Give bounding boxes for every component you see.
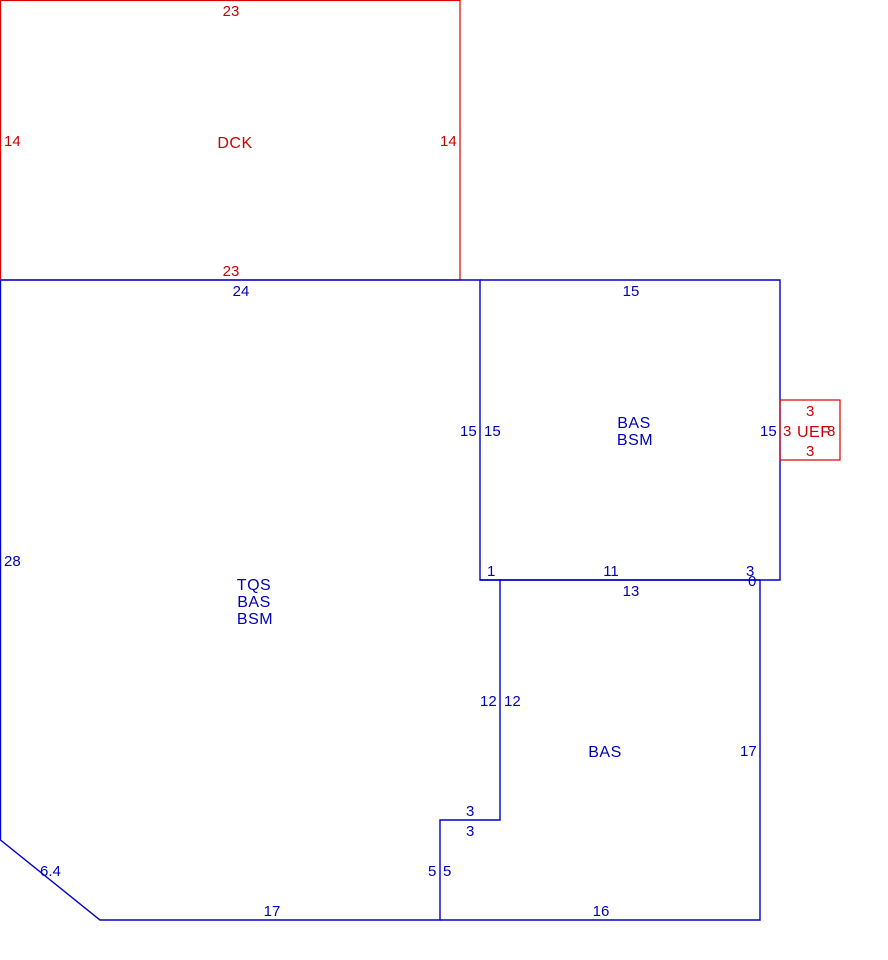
uef-bottom-dimension: 3	[806, 443, 814, 460]
lower-right-top-dimension: 13	[623, 583, 640, 600]
main-left-dimension: 28	[4, 553, 21, 570]
main-area-name-1: TQS	[237, 577, 271, 594]
upper-right-right-dimension: 15	[760, 423, 777, 440]
uef-top-dimension: 3	[806, 403, 814, 420]
main-area-name-2: BAS	[237, 594, 271, 611]
lower-right-area-name: BAS	[588, 744, 622, 761]
lower-right-left-dimension: 12	[504, 693, 521, 710]
uef-left-dimension: 3	[783, 423, 791, 440]
upper-right-area-name-1: BAS	[617, 415, 651, 432]
lower-right-right-dimension: 17	[740, 743, 757, 760]
upper-right-area-name-2: BSM	[617, 432, 653, 449]
main-inner-dimension: 15	[460, 423, 477, 440]
upper-right-bottom-dimension: 11	[603, 563, 619, 580]
area-uef	[779, 399, 841, 461]
lower-right-corner-dimension: 0	[748, 573, 756, 590]
dck-left-dimension: 14	[4, 133, 21, 150]
main-step-top-dimension: 3	[466, 803, 474, 820]
area-main	[0, 279, 501, 921]
main-outline	[0, 279, 501, 921]
uef-right-dimension: 8	[827, 423, 835, 440]
main-step-bottom-dimension: 5	[428, 863, 436, 880]
main-right-dimension: 12	[480, 693, 497, 710]
lower-right-outline	[440, 579, 761, 921]
upper-right-corner-dimension: 3	[746, 563, 754, 580]
upper-right-top-dimension: 15	[623, 283, 640, 300]
dck-top-dimension: 23	[223, 3, 240, 20]
lower-right-bottom-dimension: 16	[593, 903, 610, 920]
lower-right-step-top-dimension: 3	[466, 823, 474, 840]
area-lower-right	[440, 579, 761, 921]
uef-outline	[779, 399, 841, 461]
main-corner-dimension: 1	[487, 563, 495, 580]
uef-area-name: UEF	[797, 424, 831, 441]
lower-right-step-left-dimension: 5	[443, 863, 451, 880]
dck-right-dimension: 14	[440, 133, 457, 150]
main-top-dimension: 24	[233, 283, 250, 300]
main-bottom-dimension: 17	[264, 903, 281, 920]
main-area-name-3: BSM	[237, 611, 273, 628]
dck-bottom-dimension: 23	[223, 263, 240, 280]
dck-area-name: DCK	[217, 135, 252, 152]
main-diagonal-dimension: 6.4	[40, 863, 61, 880]
upper-right-left-dimension: 15	[484, 423, 501, 440]
